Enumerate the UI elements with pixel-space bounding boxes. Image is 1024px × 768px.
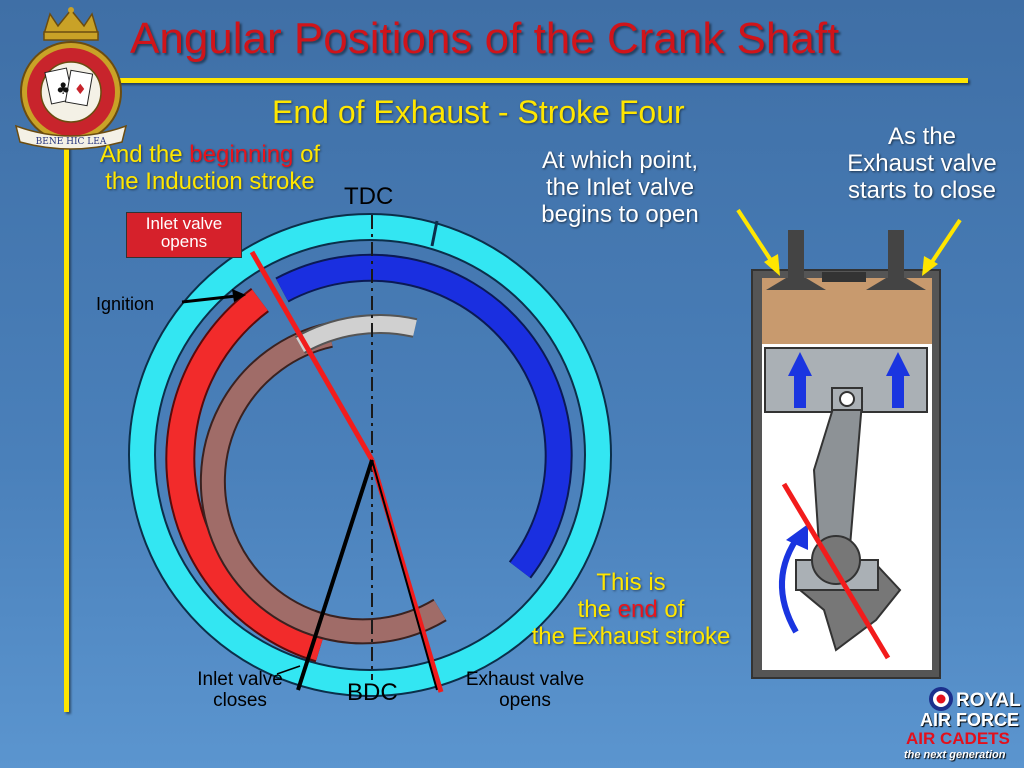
induction-note-prefix: And the — [99, 141, 190, 168]
inlet-closes-line2: closes — [213, 689, 267, 711]
svg-text:♦: ♦ — [74, 82, 87, 98]
exhaust-opens-marker-line — [371, 459, 438, 691]
squadron-badge-icon: ♣ ♦ BENE HIC LEA — [14, 7, 128, 150]
induction-note-highlight: beginning — [189, 141, 294, 168]
exhaust-valve-opens-label: Exhaust valve opens — [452, 669, 598, 712]
piston-up-arrow-left-icon — [788, 352, 812, 408]
ignition-label: Ignition — [96, 294, 155, 314]
logo-royal: ROYAL — [956, 690, 1021, 711]
tdc-label: TDC — [344, 183, 394, 210]
exhaust-close-line1: As the — [887, 123, 957, 150]
logo-tagline: the next generation — [904, 749, 1006, 761]
rotation-arrow — [778, 532, 803, 634]
slide-subtitle: End of Exhaust - Stroke Four — [272, 94, 685, 130]
exhaust-close-note: As the Exhaust valve starts to close — [826, 123, 1018, 205]
exhaust-opens-line1: Exhaust valve — [465, 669, 585, 690]
end-note-line3: the Exhaust stroke — [531, 622, 731, 650]
rotation-arrow-head-icon — [786, 524, 808, 550]
logo-air-force: AIR FORCE — [920, 710, 1019, 730]
yellow-arrow-right-icon — [922, 256, 938, 276]
svg-text:BENE HIC LEA: BENE HIC LEA — [36, 137, 107, 147]
induction-beginning-note: And the beginning of the Induction strok… — [72, 141, 348, 196]
exhaust-close-line3: starts to close — [847, 176, 997, 204]
inlet-closes-line1: Inlet valve — [197, 669, 283, 690]
inlet-valve-stem-right — [888, 230, 904, 280]
title-underline — [106, 78, 968, 83]
inlet-closes-line — [296, 459, 374, 691]
crank-position-line — [781, 482, 891, 660]
piston-up-arrow-right-icon — [886, 352, 910, 408]
inlet-opens-line2: opens — [160, 232, 208, 252]
induction-note-line2: the Induction stroke — [105, 167, 315, 195]
left-vertical-rule — [64, 92, 69, 712]
roundel-icon — [929, 687, 953, 711]
yellow-arrow-left-icon — [764, 254, 780, 276]
air-cadets-logo: ROYAL AIR FORCE AIR CADETS the next gene… — [900, 686, 1022, 766]
end-note-suffix: of — [657, 595, 685, 623]
inlet-point-line1: At which point, — [541, 147, 699, 174]
end-of-exhaust-note: This is the end of the Exhaust stroke — [508, 569, 754, 651]
svg-text:♣: ♣ — [56, 79, 70, 98]
inlet-point-note: At which point, the Inlet valve begins t… — [520, 147, 720, 229]
bdc-label: BDC — [347, 679, 398, 706]
slide-title: Angular Positions of the Crank Shaft — [130, 14, 840, 63]
exhaust-opens-line2: opens — [499, 689, 551, 711]
exhaust-valve-stem-left — [788, 230, 804, 280]
exhaust-close-line2: Exhaust valve — [847, 149, 997, 177]
inlet-opens-line1: Inlet valve — [145, 214, 223, 233]
inlet-valve-closes-label: Inlet valve closes — [182, 669, 298, 712]
inlet-point-line2: the Inlet valve — [545, 173, 695, 201]
ignition-arrow-icon — [232, 289, 246, 302]
end-note-highlight: end — [617, 595, 658, 623]
end-note-line1: This is — [596, 569, 666, 596]
logo-air-cadets: AIR CADETS — [906, 729, 1010, 748]
inlet-point-line3: begins to open — [541, 200, 699, 228]
induction-note-suffix: of — [293, 141, 321, 168]
end-note-prefix: the — [577, 595, 618, 623]
inlet-valve-opens-box: Inlet valve opens — [126, 212, 242, 258]
inlet-opens-line — [249, 250, 375, 462]
